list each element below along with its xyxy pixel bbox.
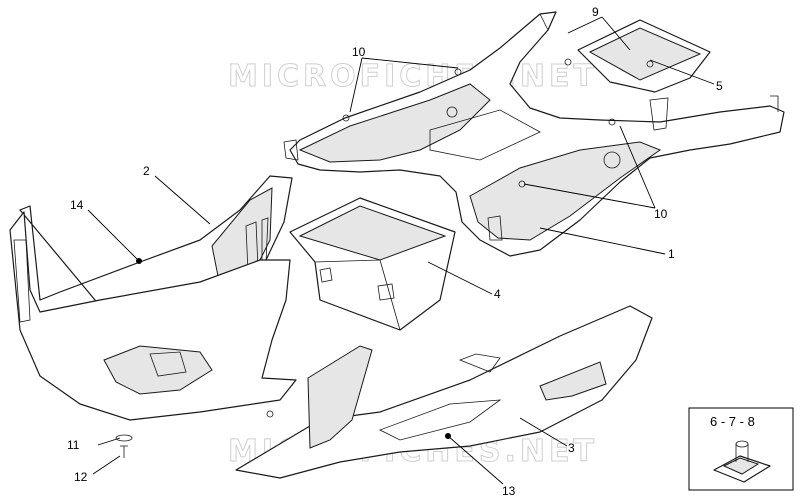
callout-10-top: 10 [352,45,366,59]
callout-3: 3 [568,441,575,455]
callout-13: 14 [70,198,84,212]
callout-12: 12 [74,470,88,484]
part-storage-box [289,197,456,331]
callout-14: 13 [502,484,516,498]
callout-2: 2 [143,164,150,178]
callout-1: 1 [668,247,675,261]
callout-4: 4 [494,287,501,301]
callout-5: 5 [716,79,723,93]
part-lower-left-fairing [9,211,297,421]
callout-11: 11 [67,438,80,452]
part-right-side-skirt [235,305,653,479]
watermark-top: MICROFICHES.NET [228,59,598,94]
callout-9: 9 [592,5,599,19]
callout-10-right: 10 [654,207,668,221]
part-frame-footboard [283,11,785,257]
inset-label: 6 - 7 - 8 [710,414,755,429]
part-cover-plate [564,19,711,93]
inset-clip-nut: 6 - 7 - 8 [688,407,794,491]
clip-nut-icon [713,440,771,483]
leader-lines [87,16,715,485]
